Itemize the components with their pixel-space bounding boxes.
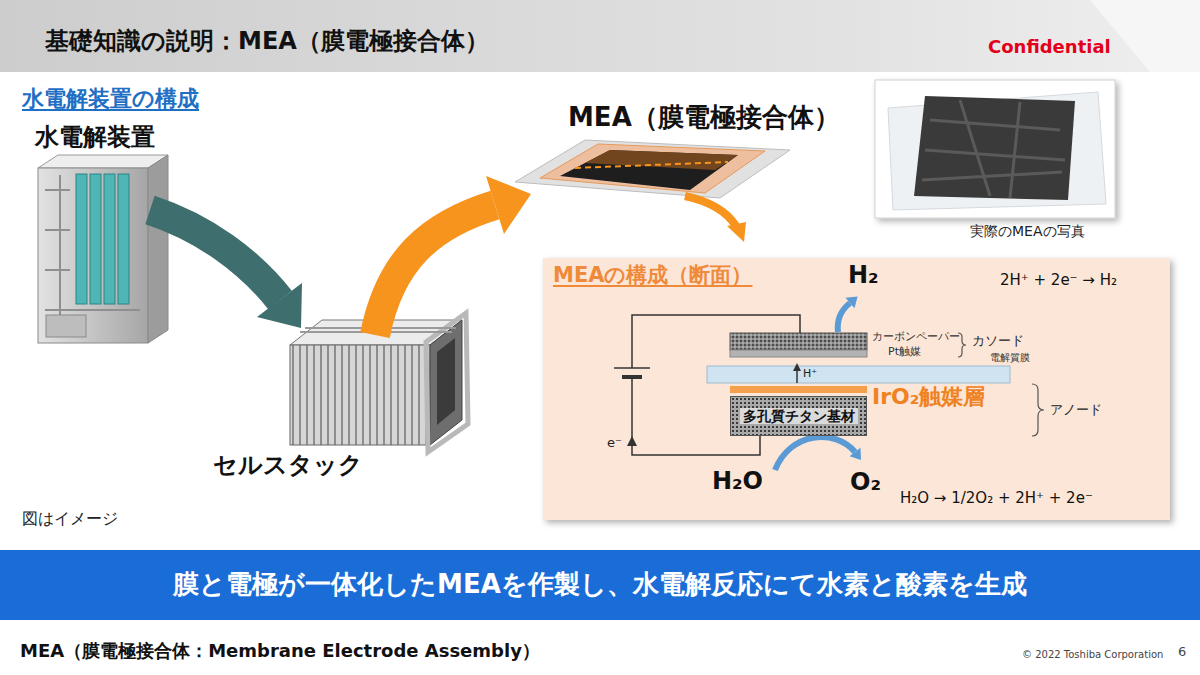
mea-illustration-part bbox=[540, 144, 765, 193]
reaction-equation: H₂O → 1/2O₂ + 2H⁺ + 2e⁻ bbox=[900, 490, 1093, 507]
titanium-substrate-layer: 多孔質チタン基材 bbox=[730, 396, 867, 436]
cross-section-panel-ground bbox=[543, 258, 1170, 520]
flow-arrow-part bbox=[257, 283, 302, 328]
electrolyzer-illustration-part bbox=[118, 174, 129, 304]
mea-photo-part bbox=[875, 80, 1115, 218]
electrode-name: カソード bbox=[972, 334, 1024, 349]
cross-section-drawing-part bbox=[730, 350, 867, 357]
part-name: 水電解装置 bbox=[35, 124, 155, 152]
electrolyzer-illustration-part bbox=[45, 175, 140, 335]
gas-label: O₂ bbox=[850, 469, 881, 497]
node-text: 膜と電極が一体化したMEAを作製し、水電解反応にて水素と酸素を生成 bbox=[173, 570, 1027, 600]
confidential-mark: Confidential bbox=[988, 37, 1111, 58]
part-name: セルスタック bbox=[213, 452, 363, 480]
flow-arrow-part bbox=[486, 176, 531, 234]
cross-section-drawing bbox=[614, 297, 1044, 471]
cross-section-drawing-part bbox=[627, 436, 637, 446]
electron-label: e⁻ bbox=[607, 436, 622, 451]
slide-title: 基礎知識の説明：MEA（膜電極接合体） bbox=[45, 28, 489, 56]
mea-photo-part bbox=[888, 92, 1106, 210]
mea-illustration-part bbox=[575, 162, 728, 168]
flow-arrow bbox=[375, 176, 531, 335]
photo-caption: 実際のMEAの写真 bbox=[970, 223, 1085, 239]
footnote: MEA（膜電極接合体：Membrane Electrode Assembly） bbox=[20, 641, 540, 662]
mea-photo bbox=[875, 80, 1115, 218]
gas-label: H₂O bbox=[712, 468, 763, 496]
cell-stack-illustration-part bbox=[437, 338, 455, 425]
cross-section-drawing-part bbox=[730, 386, 867, 393]
catalyst-layer-name: IrO₂触媒層 bbox=[872, 384, 985, 409]
page-number: 6 bbox=[1178, 645, 1186, 660]
cross-section-drawing-part bbox=[614, 367, 650, 369]
flow-arrow-part bbox=[150, 210, 280, 300]
cross-section-drawing-part bbox=[796, 370, 798, 383]
title-bar-part bbox=[1090, 0, 1200, 72]
mea-illustration-part bbox=[727, 222, 746, 242]
electrolyzer-illustration-part bbox=[46, 315, 86, 337]
electrode-name: アノード bbox=[1050, 403, 1102, 418]
cross-section-drawing-part bbox=[793, 363, 801, 371]
title-bar bbox=[0, 0, 1200, 72]
layer-name: カーボンペーパー bbox=[872, 331, 960, 344]
ion-label: H⁺ bbox=[803, 368, 817, 381]
mea-illustration bbox=[515, 140, 790, 242]
cross-section-drawing-part bbox=[850, 448, 862, 460]
mea-illustration-part bbox=[515, 140, 790, 198]
cross-section-drawing-part bbox=[707, 366, 1010, 383]
section-heading: 水電解装置の構成 bbox=[22, 86, 199, 111]
electrolyzer-illustration-part bbox=[38, 155, 168, 168]
mea-photo-part bbox=[922, 100, 1065, 198]
cross-section-drawing-part bbox=[838, 303, 850, 332]
mea-illustration-part bbox=[560, 150, 738, 190]
flow-arrow-part bbox=[375, 205, 495, 335]
reaction-equation: 2H⁺ + 2e⁻ → H₂ bbox=[1000, 272, 1117, 289]
cell-stack-illustration-part bbox=[426, 313, 468, 452]
layer-name: 電解質膜 bbox=[990, 352, 1030, 364]
electrolyzer-illustration-part bbox=[104, 174, 115, 304]
gas-label: H₂ bbox=[848, 262, 879, 290]
layer-name: Pt触媒 bbox=[888, 346, 921, 359]
mea-photo-part bbox=[914, 96, 1075, 200]
image-note: 図はイメージ bbox=[22, 510, 118, 528]
flow-arrow bbox=[150, 210, 302, 328]
cross-section-drawing-part bbox=[775, 437, 855, 470]
cross-section-drawing-part bbox=[1032, 384, 1044, 436]
cross-section-drawing-part bbox=[846, 297, 858, 309]
title-bar-part bbox=[0, 0, 1200, 72]
node-text: MEAの構成（断面） bbox=[553, 263, 753, 287]
part-name: MEA（膜電極接合体） bbox=[568, 103, 840, 133]
electrolyzer-illustration-part bbox=[38, 168, 148, 343]
mea-illustration-part bbox=[685, 196, 736, 226]
cell-stack-illustration-part bbox=[290, 345, 430, 445]
cross-section-panel-ground-part bbox=[543, 258, 1170, 520]
copyright: © 2022 Toshiba Corporation bbox=[1022, 649, 1163, 661]
electrolyzer-illustration-part bbox=[76, 174, 87, 304]
cross-section-drawing-part bbox=[730, 333, 867, 350]
electrolyzer-illustration-part bbox=[90, 174, 101, 304]
electrolyzer-illustration-part bbox=[148, 155, 168, 343]
summary-band: 膜と電極が一体化したMEAを作製し、水電解反応にて水素と酸素を生成 bbox=[0, 550, 1200, 620]
cross-section-drawing-part bbox=[632, 315, 800, 368]
electrolyzer-illustration bbox=[38, 155, 168, 343]
cell-stack-illustration-part bbox=[430, 320, 462, 445]
node-text: 多孔質チタン基材 bbox=[740, 408, 858, 424]
